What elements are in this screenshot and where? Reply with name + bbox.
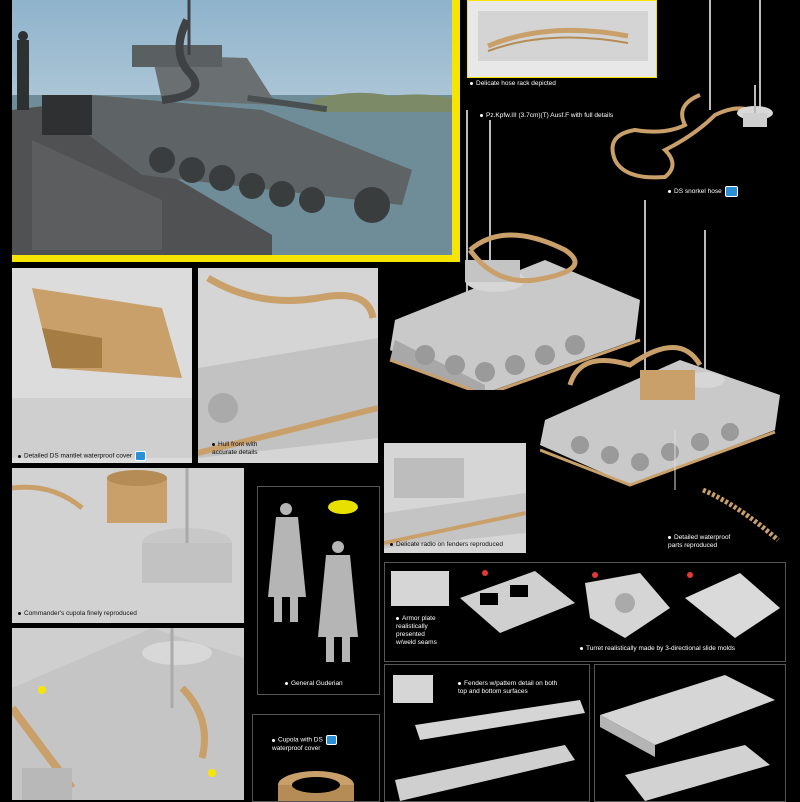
bullet-dot-icon bbox=[470, 81, 473, 85]
bullet-dot-icon bbox=[18, 454, 21, 458]
box-art-photo bbox=[12, 0, 452, 255]
mantlet-cover-panel bbox=[12, 268, 192, 463]
cupola-panel bbox=[12, 468, 244, 623]
armor-turret-panel bbox=[384, 562, 786, 662]
bullet-dot-icon bbox=[458, 681, 461, 685]
figures-panel bbox=[257, 486, 380, 695]
caption-mantlet-cover: Detailed DS mantlet waterproof cover bbox=[18, 451, 147, 461]
caption-fenders: Fenders w/pattern detail on both top and… bbox=[458, 680, 558, 695]
bullet-dot-icon bbox=[480, 113, 483, 117]
caption-waterproof-parts: Detailed waterproof parts reproduced bbox=[668, 534, 731, 549]
hose-rack-inset bbox=[467, 0, 657, 78]
ds-badge-icon bbox=[724, 186, 738, 197]
caption-snorkel-hose: DS snorkel hose bbox=[668, 186, 738, 197]
caption-armor-plate: Armor plate realistically presented w/we… bbox=[396, 615, 437, 646]
radio-panel bbox=[384, 443, 526, 553]
bullet-dot-icon bbox=[668, 190, 671, 193]
caption-turret: Turret realistically made by 3-direction… bbox=[580, 645, 735, 653]
bullet-dot-icon bbox=[396, 616, 399, 620]
bullet-dot-icon bbox=[668, 535, 671, 539]
waterproof-strip-render bbox=[702, 487, 780, 542]
ds-badge-icon bbox=[325, 735, 337, 745]
box-art-frame bbox=[12, 0, 460, 262]
lower-hull-panel bbox=[594, 664, 786, 802]
snorkel-hose-render bbox=[610, 85, 773, 180]
caption-hull-front: Hull front with accurate details bbox=[212, 441, 258, 456]
caption-cupola-ds: Cupola with DS waterproof cover bbox=[272, 735, 337, 753]
bullet-dot-icon bbox=[212, 442, 215, 446]
tank-render-second bbox=[540, 200, 780, 490]
antenna-render bbox=[709, 0, 761, 110]
caption-guderian: General Guderian bbox=[285, 680, 343, 688]
bullet-dot-icon bbox=[285, 681, 288, 685]
hull-top-panel bbox=[12, 628, 244, 800]
caption-model-name: Pz.Kpfw.III (3.7cm)(T) Ausf.F with full … bbox=[480, 112, 680, 120]
fenders-panel bbox=[384, 664, 590, 802]
bullet-dot-icon bbox=[390, 542, 393, 546]
bullet-dot-icon bbox=[580, 646, 583, 650]
hull-front-panel bbox=[198, 268, 378, 463]
bullet-dot-icon bbox=[272, 738, 275, 742]
cupola-ds-panel bbox=[252, 714, 380, 802]
tank-render-main bbox=[389, 110, 641, 390]
caption-radio: Delicate radio on fenders reproduced bbox=[390, 541, 503, 549]
caption-hose-rack: Delicate hose rack depicted bbox=[470, 80, 556, 88]
bullet-dot-icon bbox=[18, 611, 21, 615]
ds-badge-icon bbox=[135, 451, 147, 461]
caption-cupola: Commander's cupola finely reproduced bbox=[18, 610, 137, 618]
